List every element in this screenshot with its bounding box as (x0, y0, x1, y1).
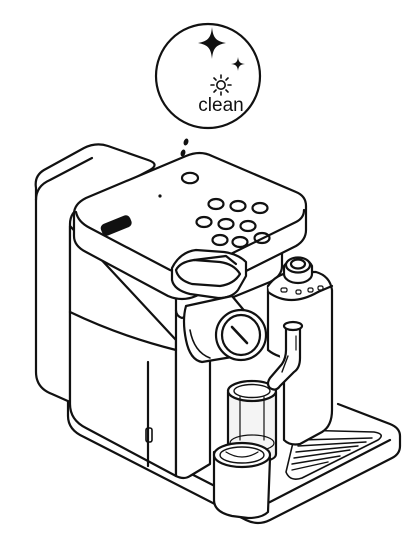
grid-button[interactable] (251, 201, 269, 215)
callout-circle (154, 22, 262, 130)
callout-label: clean (198, 95, 243, 116)
grid-button[interactable] (211, 233, 229, 247)
grid-button[interactable] (231, 235, 249, 249)
button-grid (195, 197, 271, 249)
brew-head (182, 294, 268, 364)
brand-logo (100, 215, 132, 236)
grid-button[interactable] (229, 199, 247, 213)
sparkle-large-icon (198, 27, 226, 59)
milk-jug (212, 441, 272, 520)
grid-button[interactable] (207, 197, 225, 211)
indicator-dot (158, 194, 162, 198)
drip-grille-lines (291, 437, 373, 471)
water-tank (34, 143, 156, 404)
grid-button[interactable] (195, 215, 213, 229)
sparkle-small-icon (231, 57, 245, 71)
milk-frother (266, 256, 334, 446)
grid-button[interactable] (217, 217, 235, 231)
light-indicator-icon (210, 74, 232, 96)
clean-indicator-button[interactable] (180, 171, 200, 185)
grid-button[interactable] (253, 231, 271, 245)
grid-button[interactable] (239, 219, 257, 233)
capsule-lever[interactable] (170, 248, 248, 300)
